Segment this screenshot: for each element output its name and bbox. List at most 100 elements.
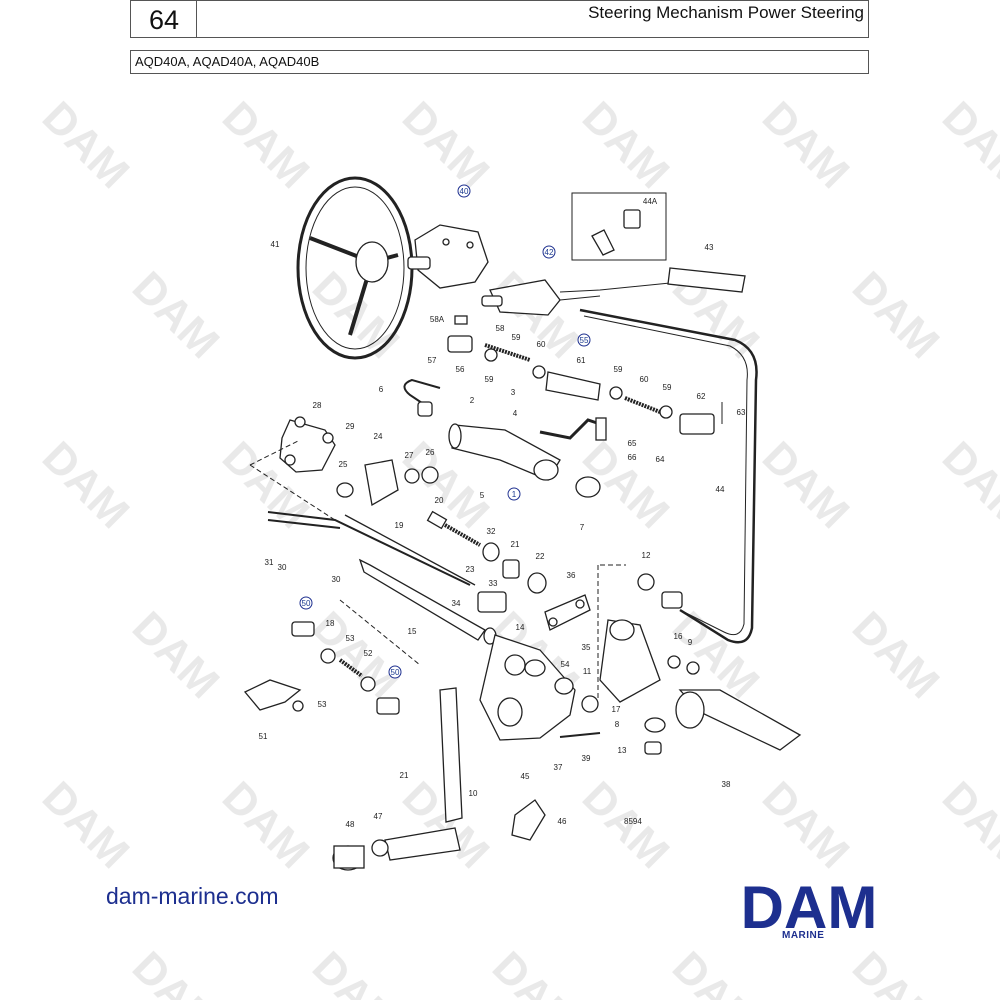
callout-label: 46	[558, 817, 567, 826]
callout-label-circled: 50	[302, 599, 311, 608]
inset-44a	[571, 192, 667, 261]
callout-label: 7	[580, 523, 585, 532]
callout-label: 27	[405, 451, 414, 460]
callout-label-circled: 55	[580, 336, 589, 345]
callout-label: 16	[674, 632, 683, 641]
callout-label: 29	[346, 422, 355, 431]
watermark-text: DAM	[843, 942, 949, 1000]
callout-label: 26	[426, 448, 435, 457]
hose-44	[579, 308, 758, 644]
watermark-text: DAM	[303, 942, 409, 1000]
callout-label: 9	[688, 638, 693, 647]
watermark-text: DAM	[33, 92, 139, 198]
page-number: 64	[148, 5, 180, 35]
callout-label: 19	[395, 521, 404, 530]
page-title: Steering Mechanism Power Steering	[588, 3, 864, 22]
helm-unit-40	[407, 224, 489, 289]
logo-subtext: MARINE	[782, 930, 825, 941]
website-url[interactable]: dam-marine.com	[106, 883, 279, 909]
valve-42	[481, 279, 671, 316]
connector-43	[667, 267, 746, 293]
model-list: AQD40A, AQAD40A, AQAD40B	[135, 54, 320, 69]
callout-label: 63	[737, 408, 746, 417]
callout-circle	[507, 487, 521, 501]
callout-label: 28	[313, 401, 322, 410]
callout-label: 22	[536, 552, 545, 561]
callout-label: 14	[516, 623, 525, 632]
dam-logo: DAM	[741, 874, 878, 941]
callout-label: 48	[346, 820, 355, 829]
callout-label: 23	[466, 565, 475, 574]
callout-circle	[577, 333, 591, 347]
callout-label: 57	[428, 356, 437, 365]
watermark-text: DAM	[123, 602, 229, 708]
callout-label: 53	[346, 634, 355, 643]
callout-label: 11	[583, 667, 592, 676]
callout-label: 59	[663, 383, 672, 392]
callout-label: 59	[485, 375, 494, 384]
callout-label: 5	[480, 491, 485, 500]
lever-45	[332, 687, 463, 871]
callout-label: 45	[521, 772, 530, 781]
servo-cylinder-2	[403, 378, 607, 498]
callout-label: 21	[400, 771, 409, 780]
watermark-text: DAM	[33, 432, 139, 538]
watermark-text: DAM	[753, 432, 859, 538]
callout-label: 65	[628, 439, 637, 448]
bracket-28	[279, 416, 336, 473]
figure-number: 8594	[624, 817, 642, 826]
watermark-text: DAM	[753, 772, 859, 878]
callout-label: 43	[705, 243, 714, 252]
watermark-text: DAM	[483, 262, 589, 368]
callout-label: 10	[469, 789, 478, 798]
watermark-text: DAM	[843, 262, 949, 368]
callout-label: 58	[496, 324, 505, 333]
callout-label: 17	[612, 705, 621, 714]
callout-label-circled: 42	[545, 248, 554, 257]
callout-label: 13	[618, 746, 627, 755]
watermark-text: DAM	[933, 772, 1000, 878]
watermark-text: DAM	[213, 772, 319, 878]
watermark-text: DAM	[303, 602, 409, 708]
callout-label: 6	[379, 385, 384, 394]
callout-label: 56	[456, 365, 465, 374]
callout-label: 47	[374, 812, 383, 821]
callout-circle	[457, 184, 471, 198]
callout-label: 62	[697, 392, 706, 401]
logo-text: DAM	[741, 874, 878, 941]
callout-label: 12	[642, 551, 651, 560]
callout-label: 18	[326, 619, 335, 628]
callout-label: 30	[332, 575, 341, 584]
watermark-text: DAM	[933, 432, 1000, 538]
callout-label: 61	[577, 356, 586, 365]
push-rods	[267, 510, 547, 645]
callout-circle	[299, 596, 313, 610]
callout-label-circled: 1	[512, 490, 517, 499]
watermark-text: DAM	[933, 92, 1000, 198]
callout-label: 30	[278, 563, 287, 572]
callout-label: 59	[512, 333, 521, 342]
callout-circle	[542, 245, 556, 259]
page-number-box: 64	[130, 0, 196, 38]
callout-label: 64	[656, 455, 665, 464]
callout-label: 24	[374, 432, 383, 441]
watermark-text: DAM	[123, 262, 229, 368]
guide-lines	[249, 439, 626, 700]
watermark-text: DAM	[573, 92, 679, 198]
callout-label: 60	[537, 340, 546, 349]
callout-label: 52	[364, 649, 373, 658]
callout-label: 2	[470, 396, 475, 405]
callout-label-circled: 40	[460, 187, 469, 196]
callout-label: 37	[554, 763, 563, 772]
callout-label: 36	[567, 571, 576, 580]
callout-label: 35	[582, 643, 591, 652]
callout-label: 58A	[430, 315, 445, 324]
plate-14	[544, 594, 591, 631]
callout-label: 34	[452, 599, 461, 608]
callout-circle	[388, 665, 402, 679]
callout-label: 54	[561, 660, 570, 669]
callout-label: 66	[628, 453, 637, 462]
callout-label: 51	[259, 732, 268, 741]
callout-label: 33	[489, 579, 498, 588]
